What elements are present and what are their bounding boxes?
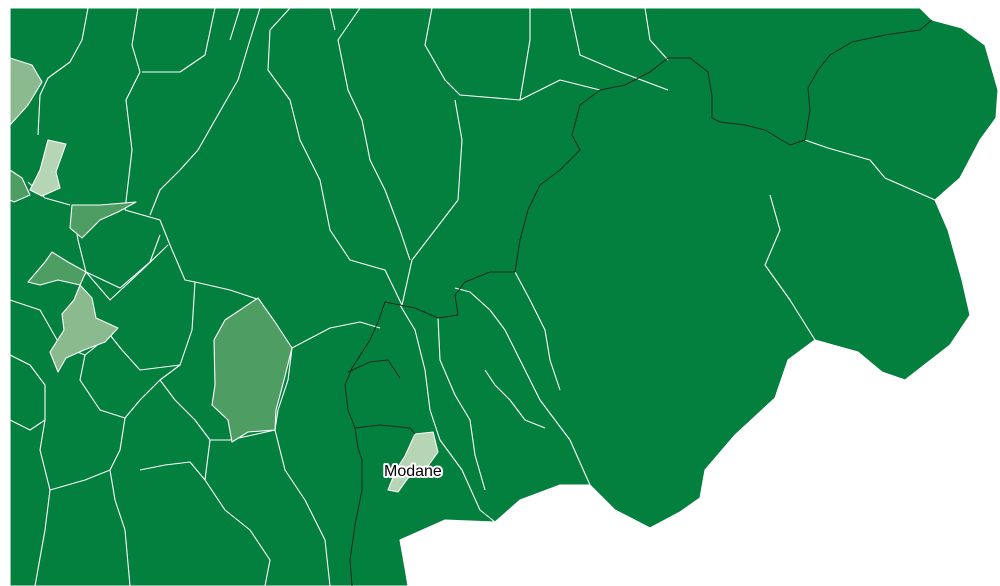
canton-borders [344, 19, 933, 586]
map-region-modane[interactable] [387, 431, 439, 493]
map-region-medium-center[interactable] [69, 201, 137, 239]
map-region-medium-small[interactable] [27, 251, 87, 286]
map-region-main[interactable] [9, 7, 999, 586]
city-label-modane: Modane [384, 463, 442, 480]
map-region-medium-south[interactable] [211, 297, 293, 443]
map-region-medium-west[interactable] [9, 169, 31, 203]
map-region-pale-strip[interactable] [29, 139, 67, 197]
map-region-light-west[interactable] [49, 284, 119, 373]
map-region-light-nw[interactable] [9, 57, 43, 126]
